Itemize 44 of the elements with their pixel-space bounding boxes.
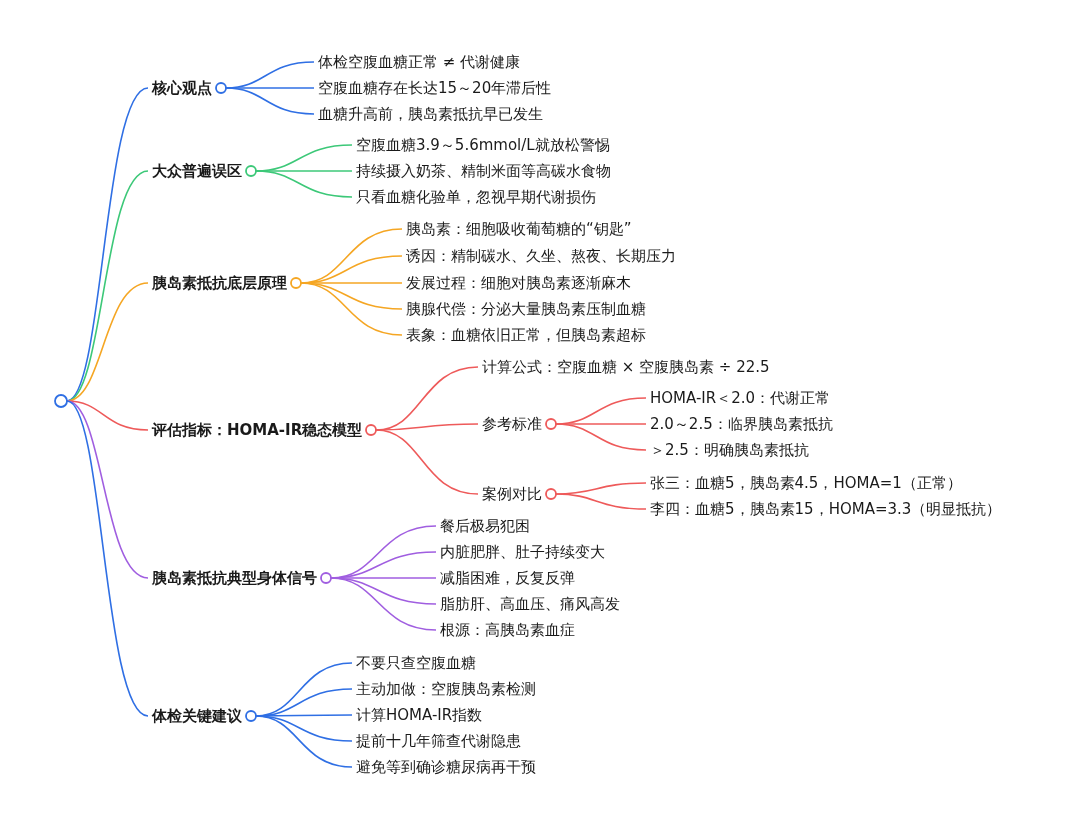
sub-branch-label: 参考标准 [482, 414, 542, 435]
leaf-label: 避免等到确诊糖尿病再干预 [356, 755, 536, 779]
leaf-label: 空腹血糖3.9～5.6mmol/L就放松警惕 [356, 133, 610, 157]
leaf-label: 内脏肥胖、肚子持续变大 [440, 540, 605, 564]
branch-label: 胰岛素抵抗典型身体信号 [152, 568, 317, 589]
branch-label: 大众普遍误区 [152, 161, 242, 182]
leaf-label: 胰腺代偿：分泌大量胰岛素压制血糖 [406, 297, 646, 321]
connector-line [66, 400, 149, 579]
root-circle [54, 394, 68, 408]
connector-line [66, 400, 149, 717]
connector-line [66, 400, 149, 431]
leaf-label: 计算公式：空腹血糖 × 空腹胰岛素 ÷ 22.5 [482, 355, 770, 379]
branch-label: 体检关键建议 [152, 706, 242, 727]
leaf-label: 表象：血糖依旧正常，但胰岛素超标 [406, 323, 646, 347]
leaf-label: 李四：血糖5，胰岛素15，HOMA=3.3（明显抵抗） [650, 497, 1002, 521]
leaf-label: 血糖升高前，胰岛素抵抗早已发生 [318, 102, 543, 126]
leaf-label: 根源：高胰岛素血症 [440, 618, 575, 642]
leaf-label: 主动加做：空腹胰岛素检测 [356, 677, 536, 701]
leaf-label: 诱因：精制碳水、久坐、熬夜、长期压力 [406, 244, 676, 268]
leaf-label: ＞2.5：明确胰岛素抵抗 [650, 438, 809, 462]
leaf-label: 餐后极易犯困 [440, 514, 530, 538]
leaf-label: 张三：血糖5，胰岛素4.5，HOMA=1（正常） [650, 471, 962, 495]
leaf-label: 脂肪肝、高血压、痛风高发 [440, 592, 620, 616]
leaf-label: 减脂困难，反复反弹 [440, 566, 575, 590]
leaf-label: 空腹血糖存在长达15～20年滞后性 [318, 76, 552, 100]
branch-label: 胰岛素抵抗底层原理 [152, 273, 287, 294]
connector-line [555, 423, 647, 451]
sub-branch-label: 案例对比 [482, 484, 542, 505]
connector-line [255, 170, 353, 198]
leaf-label: 发展过程：细胞对胰岛素逐渐麻木 [406, 271, 631, 295]
branch-label: 评估指标：HOMA-IR稳态模型 [152, 420, 363, 441]
leaf-label: 提前十几年筛查代谢隐患 [356, 729, 521, 753]
connector-line [555, 493, 647, 510]
leaf-label: 胰岛素：细胞吸收葡萄糖的“钥匙” [406, 217, 632, 241]
leaf-label: 2.0～2.5：临界胰岛素抵抗 [650, 412, 833, 436]
leaf-label: 不要只查空腹血糖 [356, 651, 476, 675]
branch-label: 核心观点 [152, 78, 212, 99]
connector-line [375, 429, 479, 495]
leaf-label: 计算HOMA-IR指数 [356, 703, 483, 727]
leaf-label: 持续摄入奶茶、精制米面等高碳水食物 [356, 159, 611, 183]
leaf-label: HOMA-IR＜2.0：代谢正常 [650, 386, 831, 410]
leaf-label: 只看血糖化验单，忽视早期代谢损伤 [356, 185, 596, 209]
connector-line [225, 87, 315, 115]
leaf-label: 体检空腹血糖正常 ≠ 代谢健康 [318, 50, 521, 74]
